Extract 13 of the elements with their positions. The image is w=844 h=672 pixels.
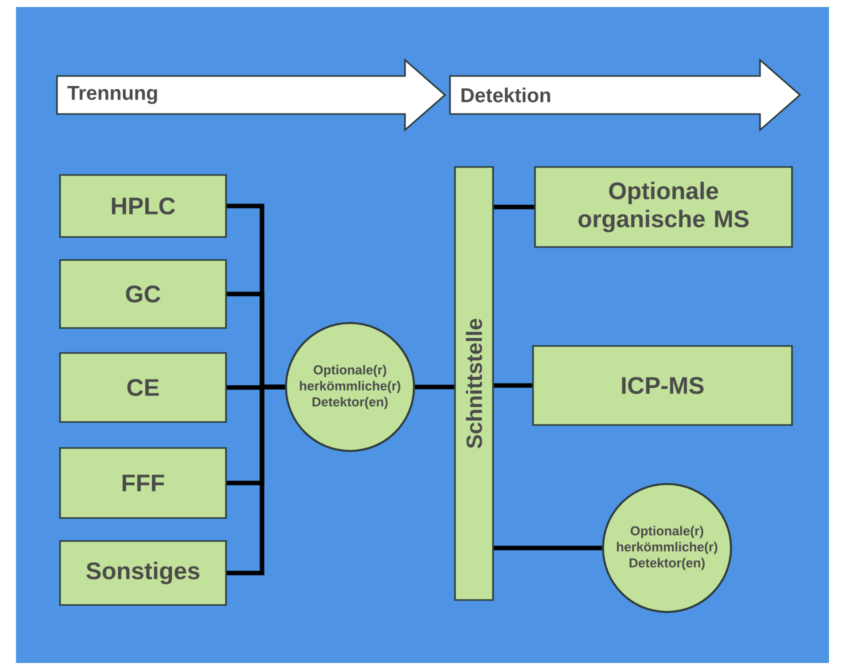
process-box: GC	[59, 259, 227, 329]
connector-line	[226, 384, 285, 576]
process-box: FFF	[59, 447, 227, 519]
process-box: Sonstiges	[59, 540, 227, 606]
process-box: CE	[59, 352, 227, 423]
process-box: Optionale organische MS	[534, 166, 793, 248]
process-box: ICP-MS	[532, 345, 793, 426]
interface-bar: Schnittstelle	[454, 166, 494, 601]
connector-line	[494, 204, 534, 210]
connector-line	[494, 383, 532, 388]
process-box: HPLC	[59, 174, 227, 238]
connector-line	[415, 384, 454, 390]
connector-line	[494, 546, 602, 550]
